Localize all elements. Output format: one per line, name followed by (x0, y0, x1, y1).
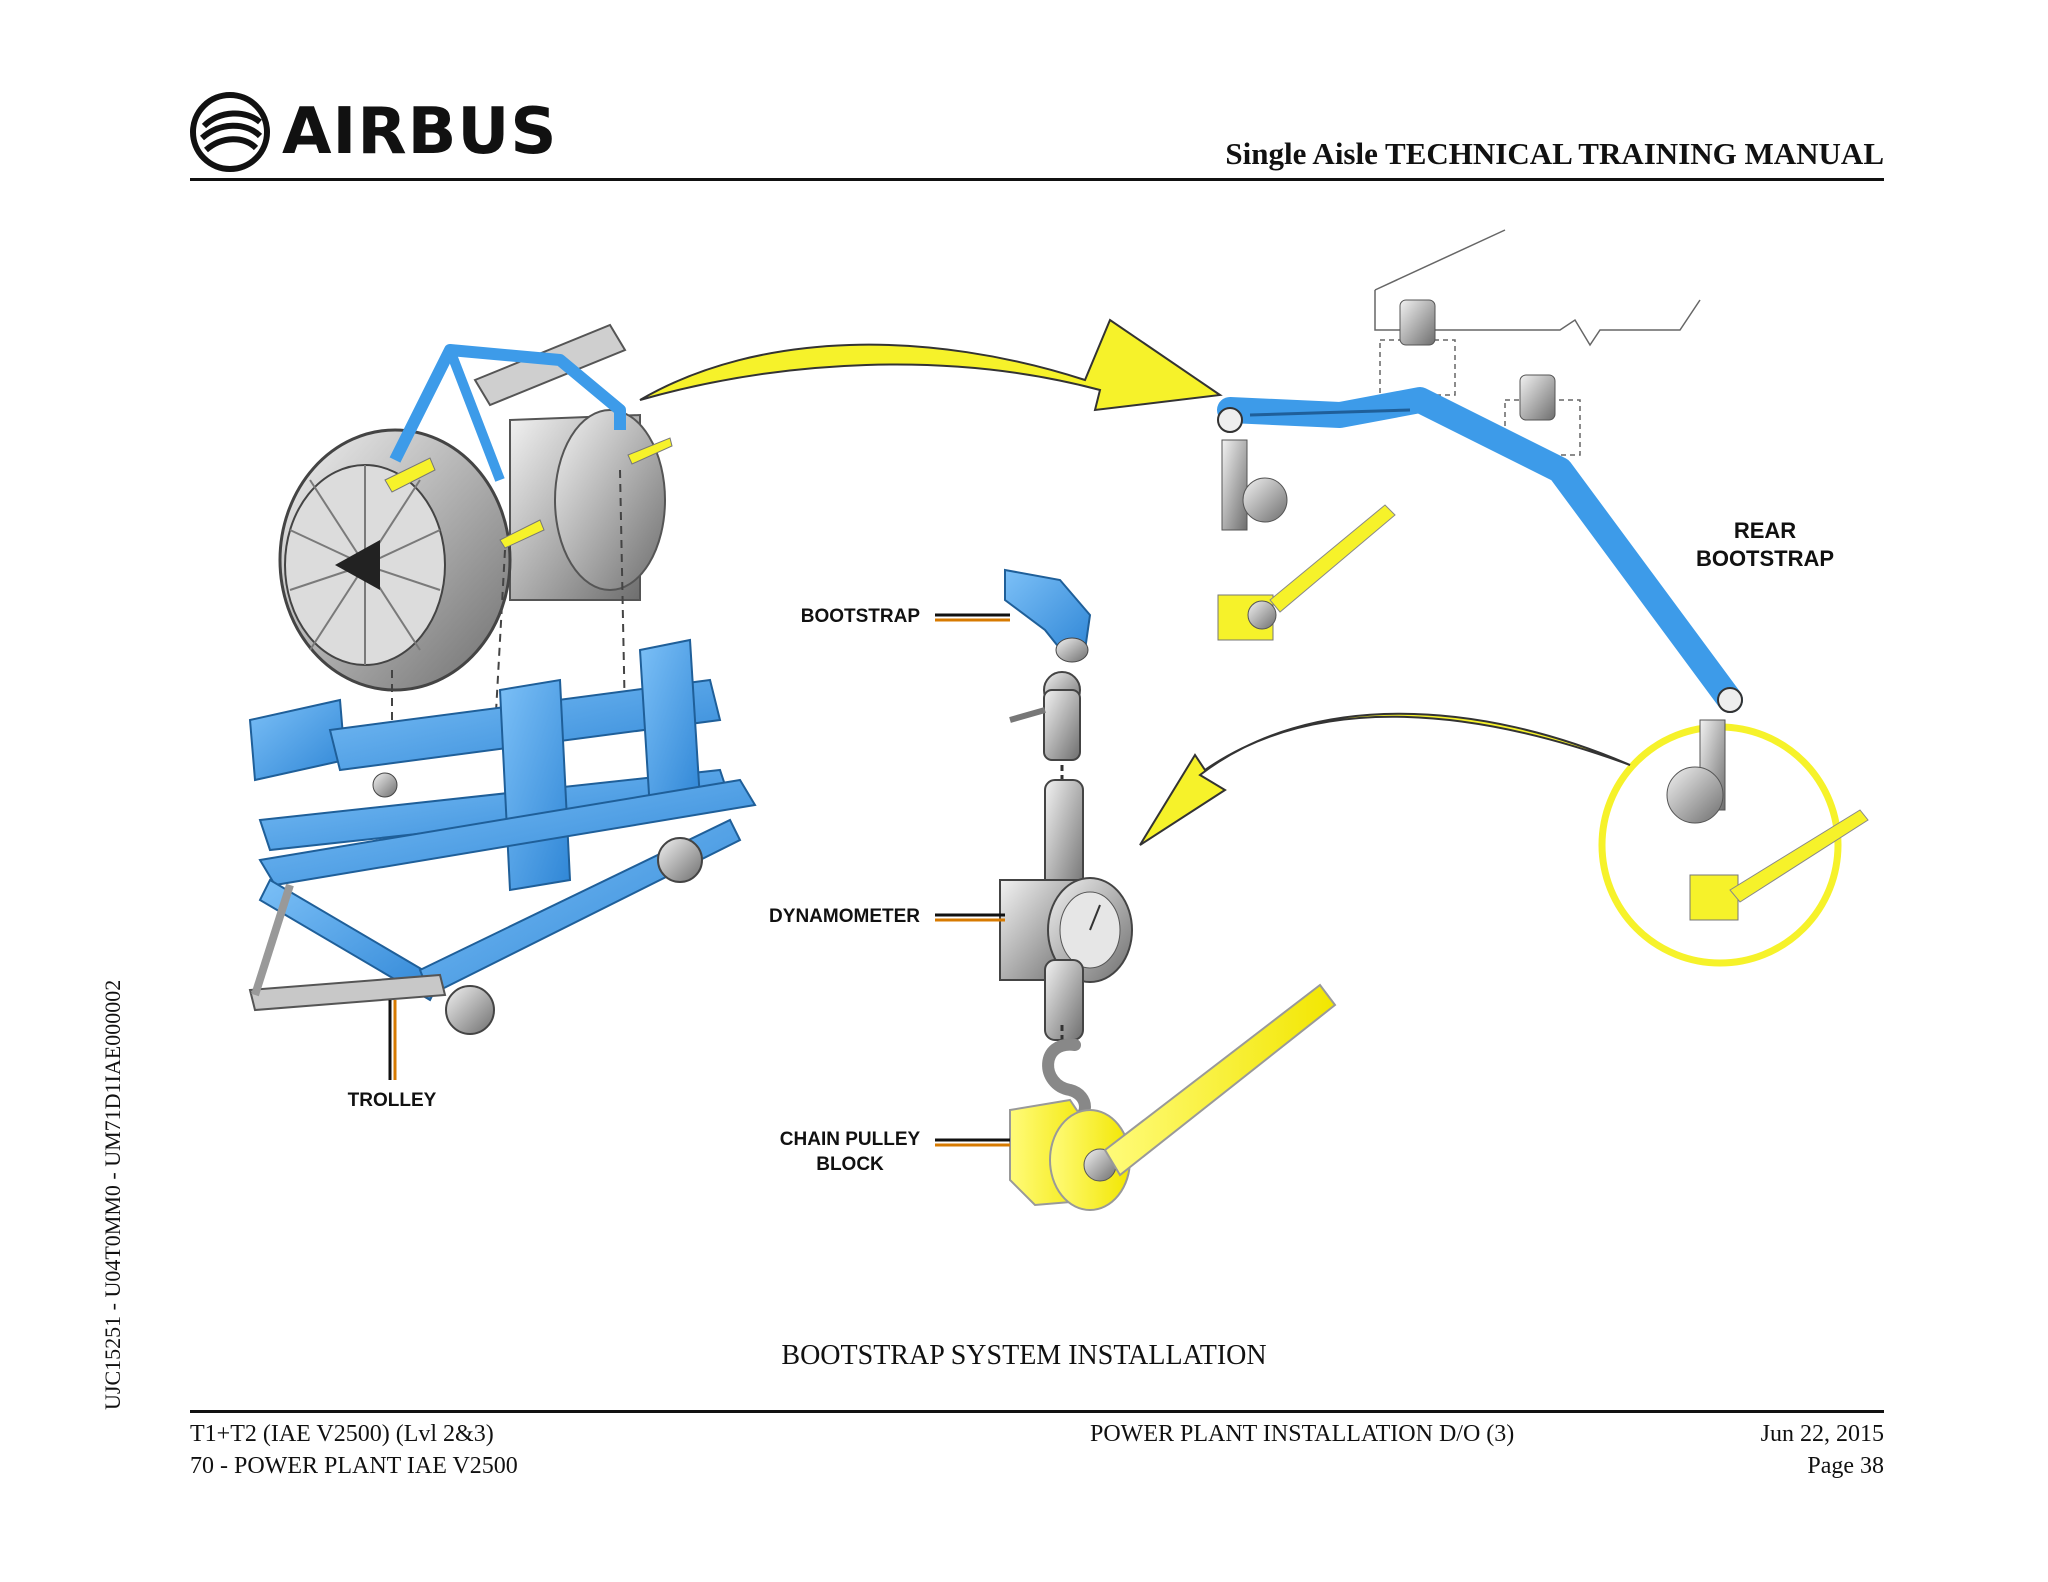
manual-title: Single Aisle TECHNICAL TRAINING MANUAL (1225, 136, 1884, 171)
footer-rule (190, 1410, 1884, 1413)
footer-section-title: POWER PLANT INSTALLATION D/O (3) (1090, 1421, 1515, 1447)
engine-assembly (278, 323, 673, 731)
footer-page-number: Page 38 (1807, 1453, 1884, 1479)
label-chain-pulley-line1: CHAIN PULLEY (780, 1129, 921, 1150)
brand-wordmark: AIRBUS (282, 95, 558, 169)
label-chain-pulley-line2: BLOCK (816, 1154, 884, 1175)
label-rear-bootstrap-line1: REAR (1734, 518, 1796, 543)
exploded-components (999, 568, 1337, 1211)
footer-right: Jun 22, 2015 Page 38 (1761, 1418, 1884, 1482)
footer-left: T1+T2 (IAE V2500) (Lvl 2&3) 70 - POWER P… (190, 1418, 518, 1482)
label-dynamometer: DYNAMOMETER (769, 906, 920, 927)
rear-bootstrap-assembly (1217, 229, 1743, 713)
arrow-to-rear-bootstrap (639, 318, 1223, 412)
label-bootstrap: BOOTSTRAP (801, 606, 921, 627)
figure-caption: BOOTSTRAP SYSTEM INSTALLATION (781, 1340, 1267, 1371)
footer-date: Jun 22, 2015 (1760, 1421, 1884, 1447)
airbus-logo: AIRBUS (190, 92, 556, 172)
arrow-to-exploded-view (1139, 712, 1631, 846)
callout-leaders (388, 613, 1010, 1147)
highlight-circle (1598, 719, 1869, 967)
footer-chapter: 70 - POWER PLANT IAE V2500 (190, 1453, 518, 1479)
trolley (248, 638, 757, 1035)
airbus-emblem-icon (190, 92, 270, 172)
label-trolley: TROLLEY (348, 1090, 437, 1111)
label-rear-bootstrap-line2: BOOTSTRAP (1696, 546, 1834, 571)
header-rule (190, 178, 1884, 181)
footer-course: T1+T2 (IAE V2500) (Lvl 2&3) (190, 1421, 494, 1447)
